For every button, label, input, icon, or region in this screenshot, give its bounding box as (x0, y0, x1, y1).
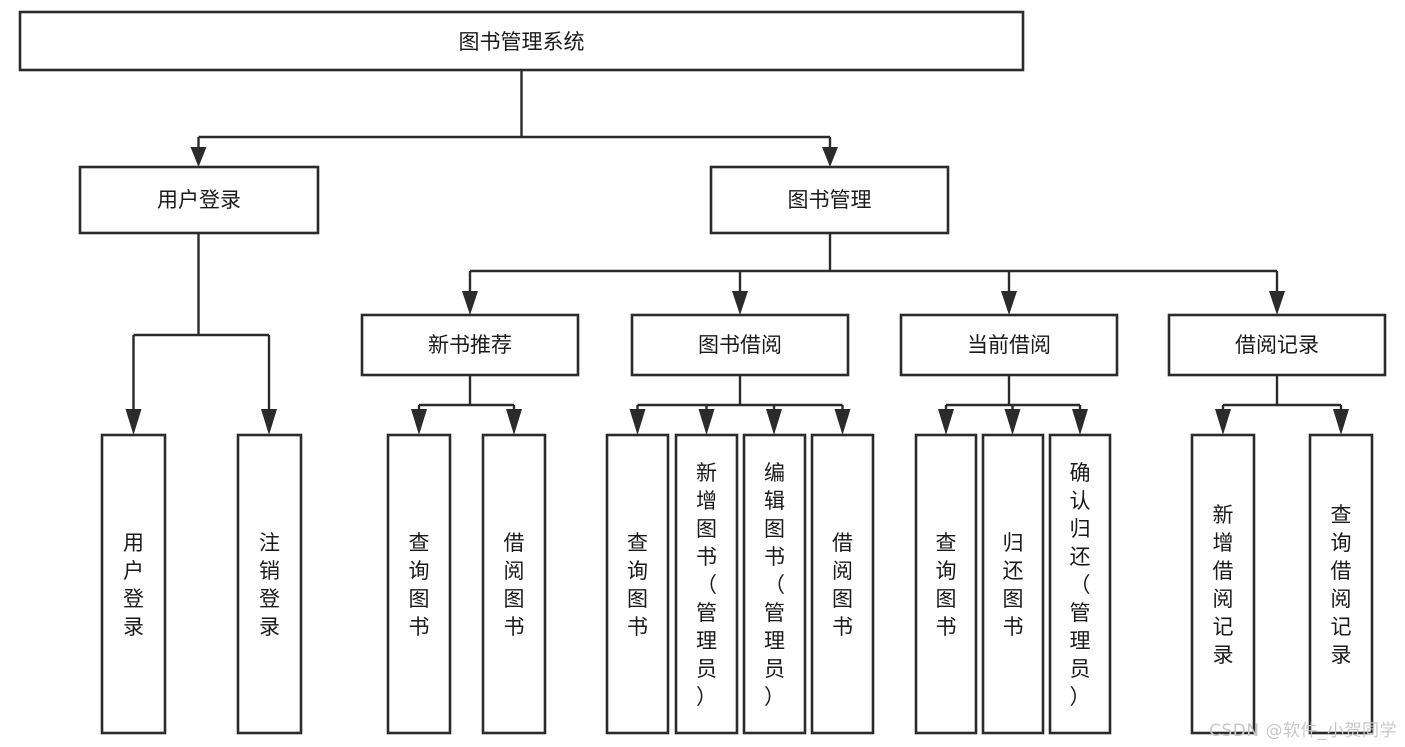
node-book-borrow-box[interactable] (630, 313, 850, 377)
leaf-borrow-edit-book-box[interactable] (742, 433, 807, 735)
leaf-recommend-borrow-book-box[interactable] (481, 433, 547, 735)
leaf-record-query-box[interactable] (1308, 433, 1374, 735)
arrow-head-borrow-child-4 (834, 409, 851, 435)
leaf-node[interactable]: 查询图书 (386, 433, 452, 735)
leaf-borrow-edit-book-label: 编辑图书（管理员） (764, 461, 785, 709)
arrow-head-user-login-child-2 (261, 409, 277, 435)
leaf-current-query-book-box[interactable] (914, 433, 978, 735)
leaf-node[interactable]: 用户登录 (100, 433, 167, 735)
leaf-current-return-book-label: 归还图书 (1003, 531, 1024, 639)
node-book-manage-label: 图书管理 (788, 188, 872, 212)
leaf-node[interactable]: 新增借阅记录 (1190, 433, 1256, 735)
node-user-login-box[interactable] (78, 165, 320, 235)
leaf-node[interactable]: 编辑图书（管理员） (742, 433, 807, 735)
node-root-label: 图书管理系统 (459, 30, 585, 54)
leaf-user-login-box[interactable] (100, 433, 167, 735)
connector-layer (125, 70, 1349, 435)
node-borrow-record[interactable]: 借阅记录 (1167, 313, 1387, 377)
node-new-book-recommend-box[interactable] (360, 313, 580, 377)
leaf-node[interactable]: 借阅图书 (810, 433, 875, 735)
node-borrow-record-box[interactable] (1167, 313, 1387, 377)
leaf-recommend-borrow-book-label: 借阅图书 (504, 531, 525, 639)
arrow-head-level3-2 (732, 291, 748, 315)
leaf-borrow-borrow-book-box[interactable] (810, 433, 875, 735)
leaf-record-add-label: 新增借阅记录 (1213, 503, 1234, 667)
leaf-recommend-query-book-box[interactable] (386, 433, 452, 735)
node-root[interactable]: 图书管理系统 (18, 10, 1025, 72)
node-new-book-recommend[interactable]: 新书推荐 (360, 313, 580, 377)
leaf-record-add-box[interactable] (1190, 433, 1256, 735)
leaf-borrow-query-book-box[interactable] (605, 433, 670, 735)
arrow-head-borrow-child-1 (629, 409, 646, 435)
node-user-login[interactable]: 用户登录 (78, 165, 320, 235)
leaf-node[interactable]: 查询图书 (914, 433, 978, 735)
leaf-node[interactable]: 借阅图书 (481, 433, 547, 735)
arrow-head-user-login-child-1 (125, 409, 142, 435)
leaf-recommend-query-book-label: 查询图书 (409, 531, 430, 639)
arrow-head-user-login (190, 147, 207, 167)
leaf-user-logout-label: 注销登录 (259, 531, 280, 639)
leaf-node[interactable]: 查询图书 (605, 433, 670, 735)
node-user-login-label: 用户登录 (157, 188, 241, 212)
node-root-box[interactable] (18, 10, 1025, 72)
node-current-borrow-box[interactable] (899, 313, 1119, 377)
node-book-borrow[interactable]: 图书借阅 (630, 313, 850, 377)
node-current-borrow-label: 当前借阅 (967, 333, 1051, 357)
node-book-manage[interactable]: 图书管理 (709, 165, 950, 235)
leaf-current-confirm-return-box[interactable] (1048, 433, 1112, 735)
arrow-head-record-child-2 (1333, 409, 1349, 435)
arrow-head-level3-4 (1269, 291, 1285, 315)
leaf-record-query-label: 查询借阅记录 (1331, 503, 1352, 667)
csdn-watermark: CSDN @软件_小贺同学 (1209, 721, 1397, 741)
leaf-node[interactable]: 注销登录 (236, 433, 303, 735)
arrow-head-current-child-2 (1004, 409, 1021, 435)
arrow-head-level3-3 (1001, 291, 1017, 315)
arrow-head-borrow-child-3 (766, 409, 782, 435)
leaf-node[interactable]: 查询借阅记录 (1308, 433, 1374, 735)
leaf-borrow-query-book-label: 查询图书 (627, 531, 648, 639)
leaf-node[interactable]: 新增图书（管理员） (674, 433, 739, 735)
arrow-head-borrow-child-2 (698, 409, 715, 435)
leaf-borrow-borrow-book-label: 借阅图书 (832, 531, 853, 639)
leaf-node[interactable]: 确认归还（管理员） (1048, 433, 1112, 735)
node-book-borrow-label: 图书借阅 (698, 333, 782, 357)
arrow-head-record-child-1 (1215, 409, 1231, 435)
leaf-current-query-book-label: 查询图书 (936, 531, 957, 639)
arrow-head-level3-1 (462, 291, 478, 315)
leaf-node[interactable]: 归还图书 (981, 433, 1045, 735)
arrow-head-recommend-child-2 (506, 409, 522, 435)
leaf-borrow-add-book-label: 新增图书（管理员） (696, 461, 717, 709)
arrow-head-recommend-child-1 (411, 409, 427, 435)
arrow-head-current-child-3 (1072, 409, 1088, 435)
node-current-borrow[interactable]: 当前借阅 (899, 313, 1119, 377)
node-borrow-record-label: 借阅记录 (1235, 333, 1319, 357)
leaf-borrow-add-book-box[interactable] (674, 433, 739, 735)
leaf-current-return-book-box[interactable] (981, 433, 1045, 735)
node-new-book-recommend-label: 新书推荐 (428, 333, 512, 357)
leaf-user-logout-box[interactable] (236, 433, 303, 735)
leaf-user-login-label: 用户登录 (123, 531, 144, 639)
arrow-head-book-manage (822, 147, 838, 167)
arrow-head-current-child-1 (938, 409, 954, 435)
leaf-current-confirm-return-label: 确认归还（管理员） (1070, 461, 1091, 709)
node-book-manage-box[interactable] (709, 165, 950, 235)
